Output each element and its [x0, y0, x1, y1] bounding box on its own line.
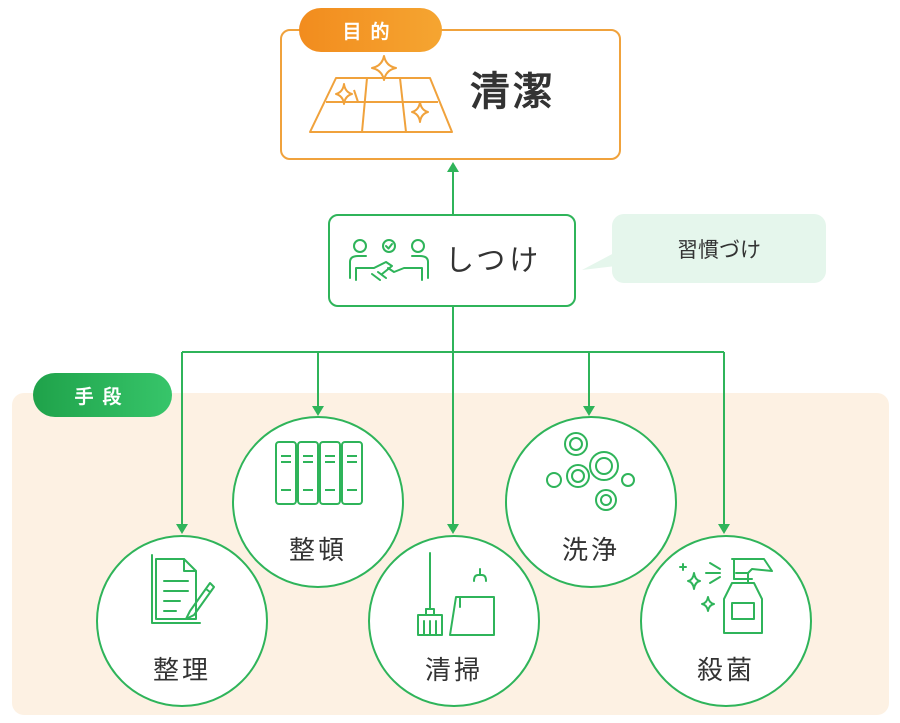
discipline-box — [328, 214, 576, 307]
handshake-people-icon — [349, 239, 429, 281]
means-item-label: 整理 — [152, 656, 211, 686]
goal-badge: 目的 — [299, 8, 442, 52]
document-pen-icon — [151, 554, 215, 624]
means-item-sakkin — [640, 535, 812, 707]
means-item-label: 清掃 — [424, 656, 483, 686]
means-item-seisou — [368, 535, 540, 707]
spray-bottle-icon — [679, 558, 773, 634]
goal-label: 清潔 — [470, 69, 556, 115]
bubble-tail — [582, 252, 616, 270]
means-badge: 手段 — [33, 373, 172, 417]
means-item-label: 殺菌 — [696, 656, 755, 686]
note-bubble — [612, 214, 826, 283]
note-text: 習慣づけ — [677, 237, 761, 262]
broom-dustpan-icon — [417, 552, 495, 636]
discipline-label: しつけ — [445, 243, 543, 277]
floor-sparkle-icon — [309, 55, 453, 133]
means-item-senjou — [505, 416, 677, 588]
binders-icon — [275, 441, 363, 505]
means-item-seiri — [96, 535, 268, 707]
means-item-label: 洗浄 — [561, 536, 620, 566]
bubbles-icon — [546, 432, 635, 511]
means-item-label: 整頓 — [288, 536, 347, 566]
